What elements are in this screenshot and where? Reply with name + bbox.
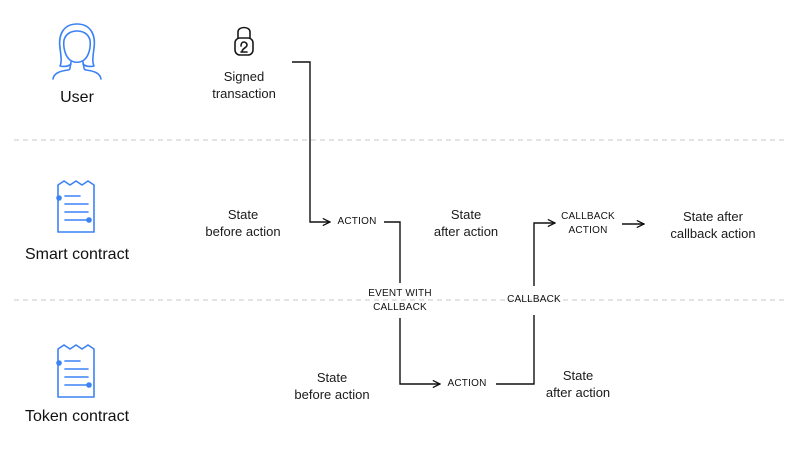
lock-icon <box>234 26 254 56</box>
connector-event-to-token-action <box>399 318 440 384</box>
role-token-contract-label: Token contract <box>24 408 130 425</box>
token-contract-document-icon <box>56 344 95 398</box>
connector-action-to-event <box>384 221 401 283</box>
callback-label: CALLBACK <box>507 294 561 305</box>
role-smart-contract-label: Smart contract <box>24 246 130 263</box>
callback-action-node: CALLBACK ACTION <box>561 211 615 236</box>
role-user-label: User <box>60 89 94 106</box>
event-with-callback-label: EVENT WITH CALLBACK <box>368 288 432 313</box>
token-contract-state-after-label: State after action <box>545 368 611 400</box>
connector-callback-to-callback-action <box>533 223 555 286</box>
state-after-callback-label: State after callback action <box>670 209 756 241</box>
signed-transaction-label: Signed transaction <box>212 69 276 101</box>
smart-contract-document-icon <box>56 180 95 233</box>
smart-contract-state-before-label: State before action <box>205 207 281 239</box>
token-contract-action-node: ACTION <box>447 378 487 389</box>
user-avatar-icon <box>52 23 102 80</box>
connector-token-action-to-callback <box>496 315 535 385</box>
smart-contract-state-after-label: State after action <box>433 207 499 239</box>
smart-contract-action-node: ACTION <box>337 216 377 227</box>
token-contract-state-before-label: State before action <box>294 370 370 402</box>
connector-transaction-to-action <box>292 61 330 222</box>
